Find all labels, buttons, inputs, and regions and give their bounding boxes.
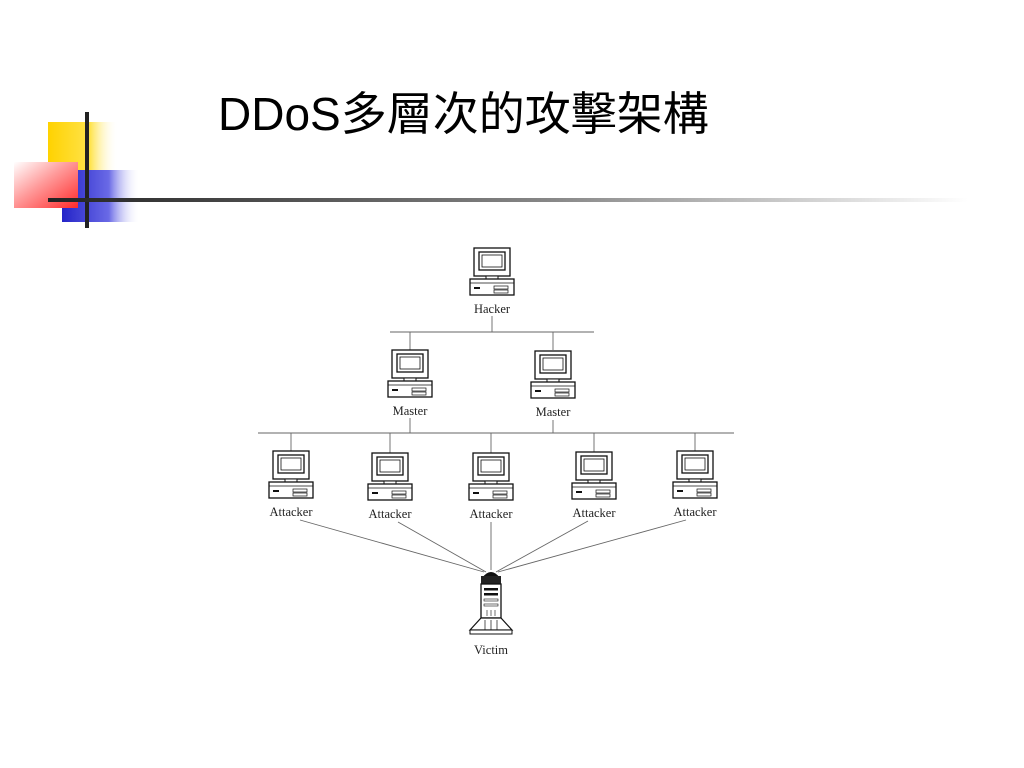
attacker-label: Attacker [368, 507, 412, 521]
attacker-node-5: Attacker [672, 450, 718, 519]
attacker-node-2: Attacker [367, 452, 413, 521]
computer-icon [387, 349, 433, 398]
victim-node: Victim [468, 572, 514, 657]
attacker-label: Attacker [673, 505, 717, 519]
attack-link-4 [495, 520, 589, 573]
master-label: Master [536, 405, 572, 419]
attack-link-2 [397, 521, 487, 573]
victim-label: Victim [474, 643, 508, 657]
computer-icon [672, 450, 718, 499]
horizontal-rule [48, 198, 968, 202]
attacker-label: Attacker [469, 507, 513, 521]
hacker-node: Hacker [469, 247, 515, 316]
slide-title: DDoS多層次的攻擊架構 [218, 88, 709, 140]
attacker-label: Attacker [269, 505, 313, 519]
slide-decoration [14, 112, 968, 228]
attacker-node-3: Attacker [468, 452, 514, 521]
computer-icon [530, 350, 576, 399]
attacker-node-1: Attacker [268, 450, 314, 519]
computer-icon [571, 451, 617, 500]
attack-link-1 [299, 519, 485, 573]
vertical-bar [85, 112, 89, 228]
computer-icon [469, 247, 515, 296]
attacker-node-4: Attacker [571, 451, 617, 520]
computer-icon [268, 450, 314, 499]
computer-icon [468, 452, 514, 501]
server-tower-icon [468, 572, 514, 635]
master-node-1: Master [387, 349, 433, 418]
computer-icon [367, 452, 413, 501]
attacker-label: Attacker [572, 506, 616, 520]
hacker-label: Hacker [474, 302, 511, 316]
attack-link-5 [497, 519, 687, 573]
master-label: Master [393, 404, 429, 418]
master-node-2: Master [530, 350, 576, 419]
network-links [258, 316, 734, 573]
